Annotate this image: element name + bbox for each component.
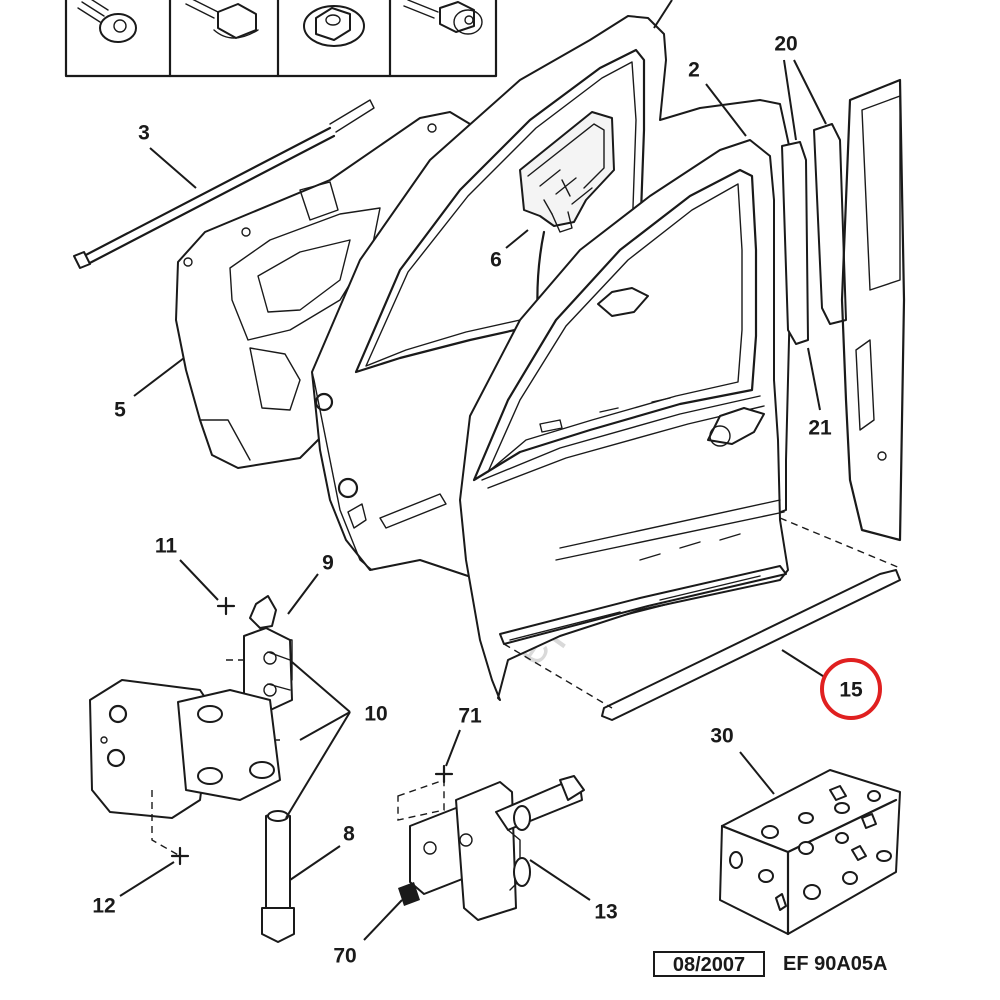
callout-9: 9 xyxy=(322,551,334,575)
leader-lines xyxy=(119,0,827,941)
callout-21: 21 xyxy=(808,416,832,440)
flange-bolt-icon xyxy=(185,0,259,39)
callout-13: 13 xyxy=(594,900,618,924)
leader-9 xyxy=(287,573,319,615)
callout-71: 71 xyxy=(458,704,482,728)
leader-11 xyxy=(179,559,219,601)
leader-10-c xyxy=(285,711,351,819)
flange-nut-icon xyxy=(303,5,365,47)
outer-door-skin xyxy=(459,139,789,701)
leader-3 xyxy=(149,147,197,189)
highlight-circle-15 xyxy=(820,658,882,720)
torx-bolt-icon xyxy=(403,0,483,35)
leader-12 xyxy=(119,861,175,897)
leader-15 xyxy=(781,649,827,679)
door-check-strap xyxy=(397,775,585,921)
cross-marker-11 xyxy=(216,596,236,616)
leader-71 xyxy=(445,729,461,767)
leader-20-b xyxy=(793,59,827,125)
callout-20: 20 xyxy=(774,32,798,56)
footer-date: 08/2007 xyxy=(653,951,765,977)
callout-11: 11 xyxy=(154,534,178,558)
leader-2 xyxy=(705,83,747,137)
fastener-legend xyxy=(64,0,498,78)
fastener-legend-frame xyxy=(64,0,498,78)
callout-3: 3 xyxy=(138,121,150,145)
leader-20-a xyxy=(783,59,797,141)
leader-8 xyxy=(289,845,341,881)
callout-2: 2 xyxy=(688,58,700,82)
callout-70: 70 xyxy=(333,944,357,968)
leader-top xyxy=(653,0,673,29)
glass-run-rod xyxy=(73,99,375,269)
leader-70 xyxy=(363,899,403,941)
callout-10: 10 xyxy=(364,702,388,726)
callout-8: 8 xyxy=(343,822,355,846)
leader-5 xyxy=(133,357,185,397)
callout-12: 12 xyxy=(92,894,116,918)
cross-marker-12 xyxy=(170,846,190,866)
leader-6 xyxy=(505,229,529,249)
leader-21 xyxy=(807,347,821,411)
window-weatherstrips xyxy=(781,123,847,345)
leader-13 xyxy=(529,859,591,901)
door-latch-module xyxy=(519,111,615,233)
rear-door-partial xyxy=(840,78,906,542)
clip-kit-box xyxy=(719,769,901,936)
leader-10-a xyxy=(291,661,351,713)
side-moulding-strip xyxy=(503,517,901,721)
upper-hinge-assembly xyxy=(226,595,293,741)
callout-30: 30 xyxy=(710,724,734,748)
leader-30 xyxy=(739,751,775,795)
leader-10-b xyxy=(299,711,351,741)
footer-diagram-code: EF 90A05A xyxy=(783,953,888,975)
torx-screw-icon xyxy=(77,0,137,43)
callout-5: 5 xyxy=(114,398,126,422)
hinge-pin xyxy=(261,810,295,943)
buffer-pad xyxy=(398,882,420,906)
lower-hinge-plate xyxy=(89,679,281,857)
callout-6: 6 xyxy=(490,248,502,272)
